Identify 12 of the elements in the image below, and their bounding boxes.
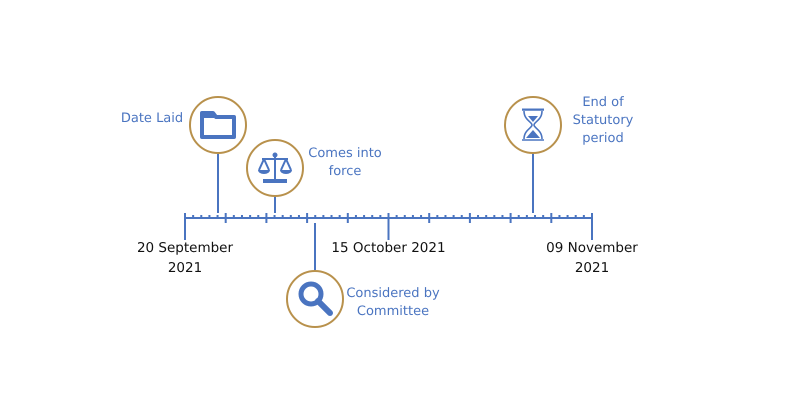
connector-line: [314, 223, 316, 270]
connector-line: [532, 154, 534, 213]
event-label: Considered by Committee: [345, 285, 441, 321]
timeline-axis: [184, 213, 593, 223]
connector-line: [217, 154, 219, 213]
event-label: Date Laid: [120, 110, 184, 128]
date-label: 20 September 2021: [136, 239, 234, 278]
event-label: End of Statutory period: [572, 94, 634, 148]
date-label: 09 November 2021: [545, 239, 639, 278]
date-label: 15 October 2021: [330, 239, 447, 258]
connector-line: [274, 197, 276, 213]
event-label: Comes into force: [307, 145, 383, 181]
